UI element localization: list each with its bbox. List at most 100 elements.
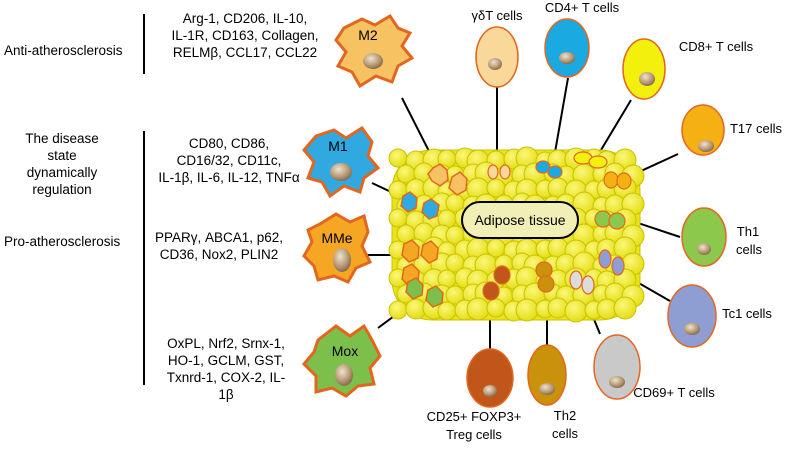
th1-label-line-2: cells	[736, 242, 763, 257]
t-cell-th2: Th2 cells	[527, 344, 579, 441]
disease-state-line-3: dynamically	[26, 165, 98, 180]
fat-cell	[515, 298, 539, 322]
t-cell-treg: CD25+ FOXP3+ Treg cells	[427, 348, 522, 442]
small-th2-cell-2	[537, 275, 555, 293]
small-th1-cell-2	[608, 212, 626, 230]
t17-cell-body	[681, 104, 725, 156]
m2-markers-line-2: IL-1R, CD163, Collagen,	[171, 28, 319, 43]
fat-cell	[613, 296, 637, 320]
macrophage-mox: Mox	[301, 323, 382, 398]
th2-nucleus	[539, 383, 555, 395]
fat-cell	[564, 299, 588, 323]
th2-label-line-2: cells	[552, 426, 579, 441]
m2-macrophage-shape	[334, 13, 415, 89]
anti-atherosclerosis-label: Anti-atherosclerosis	[4, 43, 123, 58]
m1-markers: CD80, CD86, CD16/32, CD11c, IL-1β, IL-6,…	[145, 135, 313, 186]
m1-nucleus	[330, 163, 352, 181]
mox-markers-line-1: OxPL, Nrf2, Srnx-1,	[167, 336, 285, 351]
disease-state-line-2: state	[47, 148, 77, 163]
small-t17-cell-2	[616, 172, 632, 190]
t-cell-tc1: Tc1 cells	[667, 284, 772, 348]
m1-markers-line-1: CD80, CD86,	[188, 136, 270, 151]
small-m2-cell-1	[427, 163, 449, 187]
small-macrophages	[400, 163, 468, 308]
small-gdt-cell-2	[499, 164, 511, 180]
t17-nucleus	[698, 140, 714, 152]
mox-markers-line-2: HO-1, GCLM, GST,	[167, 353, 285, 368]
pro-atherosclerosis-label: Pro-atherosclerosis	[4, 234, 121, 249]
small-t17-cell-1	[603, 171, 619, 189]
m1-macrophage-shape	[302, 125, 381, 199]
t17-label: T17 cells	[730, 121, 783, 136]
macrophage-mme: MMe	[302, 212, 373, 284]
tc1-cell-body	[667, 284, 717, 348]
t-cell-gdt: γδT cells	[471, 8, 523, 88]
th1-cell-body	[681, 207, 727, 267]
adipose-tissue-pill	[461, 201, 579, 239]
mme-label: MMe	[321, 230, 352, 246]
fat-cell	[437, 301, 457, 321]
treg-label-line-1: CD25+ FOXP3+	[427, 409, 522, 424]
small-tc1-cell-2	[611, 256, 625, 276]
t-cell-t17: T17 cells	[681, 104, 783, 156]
m2-markers: Arg-1, CD206, IL-10, IL-1R, CD163, Colla…	[148, 10, 342, 61]
cd69-label: CD69+ T cells	[633, 385, 715, 400]
mme-markers: PPARγ, ABCA1, p62, CD36, Nox2, PLIN2	[143, 229, 295, 263]
small-th2-cell-1	[535, 261, 553, 279]
small-treg-cell-2	[482, 281, 500, 301]
mox-nucleus	[335, 364, 353, 386]
fat-cell	[388, 300, 408, 320]
small-gdt-cell-1	[487, 164, 499, 180]
cd4-label: CD4+ T cells	[545, 0, 620, 15]
mox-markers-line-4: 1β	[218, 387, 234, 402]
small-cd69-cell-2	[581, 275, 595, 295]
small-m1-cell-2	[421, 198, 440, 220]
tc1-label: Tc1 cells	[722, 306, 772, 321]
mox-label: Mox	[332, 343, 358, 359]
small-cd8-cell-2	[588, 155, 608, 169]
adipose-tissue-label: Adipose tissue	[474, 212, 565, 228]
fat-cell	[388, 148, 408, 168]
th1-label-line-1: Th1	[737, 224, 759, 239]
gdt-nucleus	[488, 58, 502, 70]
cd4-nucleus	[559, 52, 575, 64]
macrophage-m1: M1	[302, 125, 381, 199]
gdt-label: γδT cells	[471, 8, 523, 23]
small-treg-cell-1	[493, 265, 511, 285]
mme-macrophage-shape	[302, 212, 373, 284]
cd69-cell-body	[593, 334, 641, 400]
small-mox-cell-2	[425, 285, 444, 308]
mox-markers: OxPL, Nrf2, Srnx-1, HO-1, GCLM, GST, Txn…	[150, 335, 302, 403]
disease-state-line-4: regulation	[32, 182, 92, 197]
mme-markers-line-1: PPARγ, ABCA1, p62,	[154, 230, 284, 245]
t-cell-cd69: CD69+ T cells	[593, 334, 715, 400]
th2-label-line-1: Th2	[554, 408, 576, 423]
small-m1-cell-1	[400, 191, 418, 213]
gdt-cell-body	[475, 26, 519, 88]
small-t-cells	[482, 151, 632, 301]
small-m2-cell-2	[448, 171, 468, 196]
m1-markers-line-2: CD16/32, CD11c,	[176, 153, 282, 168]
m2-label: M2	[358, 27, 378, 43]
connector-cd4	[553, 77, 569, 159]
m2-markers-line-1: Arg-1, CD206, IL-10,	[182, 11, 308, 26]
cd8-label: CD8+ T cells	[679, 39, 754, 54]
t-cell-th1: Th1 cells	[681, 207, 763, 267]
small-th1-cell-1	[594, 210, 612, 228]
small-cd4-cell-1	[535, 160, 551, 174]
cd69-nucleus	[609, 376, 625, 388]
connector-cd8	[600, 99, 632, 151]
treg-label-line-2: Treg cells	[446, 427, 502, 442]
small-mox-cell-1	[405, 277, 424, 300]
cd8-nucleus	[639, 72, 655, 86]
fat-cell	[388, 208, 408, 228]
macrophage-m2: M2	[334, 13, 415, 89]
mme-markers-line-2: CD36, Nox2, PLIN2	[159, 247, 279, 262]
mme-nucleus	[333, 248, 351, 272]
treg-nucleus	[483, 385, 497, 397]
cd4-cell-body	[544, 18, 590, 78]
disease-state-line-1: The disease	[25, 131, 99, 146]
th2-cell-body	[527, 344, 567, 406]
small-mme-cell-1	[401, 239, 420, 263]
